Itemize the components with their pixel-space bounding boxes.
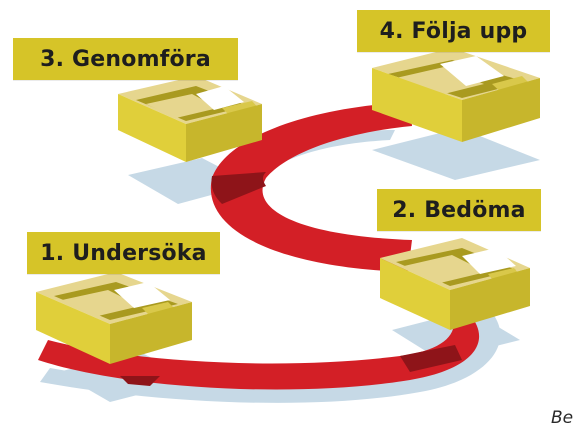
step-label-text: 2. Bedöma xyxy=(392,197,526,223)
tray-box-icon xyxy=(118,76,262,162)
paper-stack-icon xyxy=(440,56,504,86)
tray-box-icon xyxy=(380,238,530,330)
step-label-text: 1. Undersöka xyxy=(40,240,207,266)
paper-stack-icon xyxy=(114,282,170,308)
cycle-arrow-upper-edge xyxy=(211,172,266,204)
step-label-text: 4. Följa upp xyxy=(379,18,528,44)
paper-stack-icon xyxy=(196,86,244,110)
paper-stack-icon xyxy=(462,248,516,274)
step-label-1: 1. Undersöka xyxy=(27,232,220,274)
cycle-arrow-upper-band xyxy=(210,102,412,272)
tray-box-icon xyxy=(372,48,540,142)
caption-text: Be xyxy=(551,408,574,428)
cycle-arrow-lower-band xyxy=(38,310,480,390)
box-shadow-4 xyxy=(372,128,540,180)
step-label-2: 2. Bedöma xyxy=(377,189,541,231)
cycle-arrow-icon xyxy=(38,102,480,390)
cycle-path-shadow-top xyxy=(240,130,395,180)
step-label-text: 3. Genomföra xyxy=(40,46,211,72)
step-label-3: 3. Genomföra xyxy=(13,38,238,80)
tray-box-icon xyxy=(36,272,192,364)
step-label-4: 4. Följa upp xyxy=(357,10,550,52)
cycle-arrow-mid-dark xyxy=(400,345,462,372)
cycle-arrow-tail-dark xyxy=(120,376,160,386)
